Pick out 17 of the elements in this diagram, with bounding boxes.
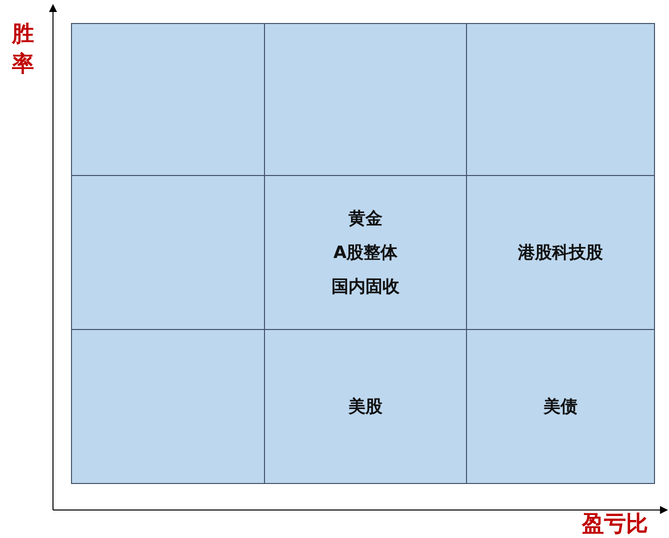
grid-cell bbox=[71, 23, 265, 176]
cell-text: 国内固收 bbox=[332, 276, 400, 298]
cell-text: 美债 bbox=[544, 396, 578, 418]
cell-text: A股整体 bbox=[333, 242, 398, 264]
grid-cell bbox=[264, 175, 467, 330]
grid-cell bbox=[264, 329, 467, 484]
axis-label: 胜率 bbox=[12, 21, 35, 79]
cell-text: 港股科技股 bbox=[518, 242, 603, 264]
grid-cell bbox=[264, 23, 467, 176]
grid-cell bbox=[466, 175, 655, 330]
grid-cell bbox=[71, 175, 265, 330]
grid-cell bbox=[466, 329, 655, 484]
axis-label: 盈亏比 bbox=[582, 511, 648, 538]
cell-text: 黄金 bbox=[348, 208, 382, 230]
grid-cell bbox=[71, 329, 265, 484]
cell-text: 美股 bbox=[348, 396, 382, 418]
grid-cell bbox=[466, 23, 655, 176]
